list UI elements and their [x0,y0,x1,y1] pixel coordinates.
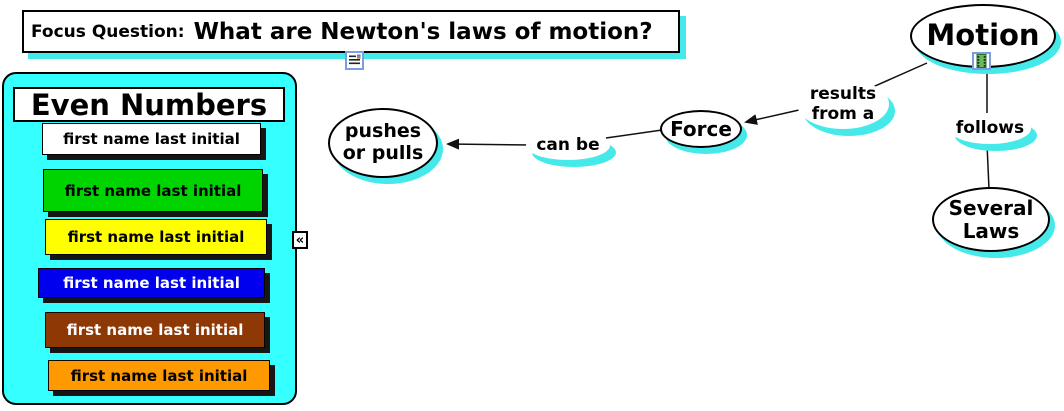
video-icon[interactable] [972,52,991,70]
focus-question-text: What are Newton's laws of motion? [193,18,653,45]
focus-question-prefix: Focus Question: [31,21,185,42]
link-follows-label: follows [955,118,1025,139]
link-results-line1: results [809,83,877,104]
link-label-follows[interactable]: follows [949,113,1031,144]
node-motion-label: Motion [926,18,1040,53]
node-motion[interactable]: Motion [910,4,1056,68]
name-card[interactable]: first name last initial [45,219,267,255]
name-card[interactable]: first name last initial [45,312,265,348]
node-pushes-or-pulls[interactable]: pushes or pulls [328,108,438,178]
name-card-label: first name last initial [70,366,248,385]
node-pushes-line2: or pulls [342,142,424,164]
panel-title: Even Numbers [13,87,285,122]
name-card[interactable]: first name last initial [43,169,263,212]
node-several-line2: Laws [962,218,1020,243]
name-card-label: first name last initial [63,130,240,148]
name-card[interactable]: first name last initial [48,360,270,391]
name-card-label: first name last initial [63,274,240,292]
link-line-follows-several[interactable] [986,143,990,190]
panel-collapse-button[interactable]: « [292,231,308,249]
link-line-force-canbe[interactable] [605,129,663,139]
link-line-canbe-pushes[interactable] [446,138,533,150]
note-icon[interactable] [345,51,364,70]
link-label-results-from-a[interactable]: results from a [797,79,889,129]
name-card-label: first name last initial [64,181,242,200]
name-card[interactable]: first name last initial [38,268,265,298]
node-force-label: Force [670,116,732,141]
node-force[interactable]: Force [660,110,742,148]
chevron-left-icon: « [295,232,305,248]
node-pushes-line1: pushes [344,120,422,143]
node-several-line1: Several [948,195,1034,220]
link-label-can-be[interactable]: can be [526,131,610,160]
link-line-results-force[interactable] [744,109,800,125]
link-results-line2: from a [811,104,875,124]
name-card-label: first name last initial [67,228,245,246]
link-canbe-label: can be [536,135,600,156]
focus-question-banner[interactable]: Focus Question: What are Newton's laws o… [22,10,680,53]
node-several-laws[interactable]: Several Laws [932,187,1050,252]
name-card[interactable]: first name last initial [42,123,261,155]
name-card-label: first name last initial [66,321,244,339]
link-line-motion-results[interactable] [865,62,928,91]
